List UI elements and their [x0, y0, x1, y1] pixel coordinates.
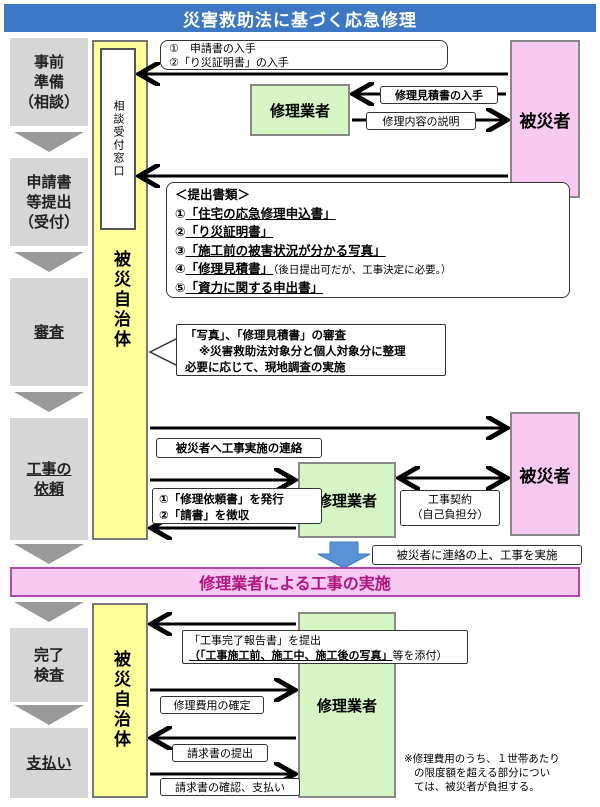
stage-inspection: 完了検査	[10, 628, 88, 702]
label-invoice-submit: 請求書の提出	[172, 744, 268, 762]
label-contract: 工事契約 （自己負担分）	[400, 490, 500, 526]
stage-prep: 事前準備（相談）	[10, 38, 88, 126]
victim-box-top: 被災者	[510, 40, 580, 198]
label-explain: 修理内容の説明	[366, 112, 476, 130]
chevron-down-icon	[14, 252, 84, 272]
stage-submit: 申請書等提出（受付）	[10, 158, 88, 246]
chevron-down-icon	[14, 705, 84, 725]
chevron-down-icon	[14, 544, 84, 564]
construction-banner: 修理業者による工事の実施	[10, 567, 580, 597]
chevron-down-icon	[14, 602, 84, 622]
callout-submission-documents: ＜提出書類＞ ①「住宅の応急修理申込書」 ②「り災証明書」 ③「施工前の被害状況…	[166, 182, 570, 298]
label-invoice-pay: 請求書の確認、支払い	[160, 778, 300, 796]
chevron-down-icon	[14, 392, 84, 412]
callout-completion: 「工事完了報告書」を提出 （「工事施工前、施工中、施工後の写真」等を添付）	[182, 630, 468, 664]
label-contact-start: 被災者に連絡の上、工事を実施	[372, 545, 582, 565]
callout-request: ①「修理依頼書」を発行 ②「請書」を徴収	[152, 488, 322, 524]
callout-obtain-documents: ① 申請書の入手 ②「り災証明書」の入手	[160, 40, 448, 70]
stage-review: 審査	[10, 278, 88, 386]
callout-review: 「写真」、「修理見積書」の審査 ※災害救助法対象分と個人対象分に整理 必要に応じ…	[176, 324, 446, 376]
stage-payment: 支払い	[10, 728, 88, 798]
consult-window-box: 相談受付窓口	[100, 48, 136, 230]
contractor-box-top: 修理業者	[250, 84, 350, 136]
label-contact-victim: 被災者へ工事実施の連絡	[156, 438, 322, 458]
municipality-label-lower: 被災自治体	[110, 650, 130, 750]
chevron-down-icon	[14, 132, 84, 152]
municipality-label-upper: 被災自治体	[110, 250, 130, 350]
victim-box-middle: 被災者	[510, 412, 580, 536]
footnote: ※修理費用のうち、１世帯あたり の限度額を超える部分につい ては、被災者が負担す…	[404, 753, 560, 794]
label-cost-confirm: 修理費用の確定	[160, 696, 264, 714]
municipality-column-lower	[92, 603, 148, 798]
page-title: 災害救助法に基づく応急修理	[4, 4, 596, 32]
label-estimate-obtain: 修理見積書の入手	[380, 86, 498, 104]
stage-request: 工事の依頼	[10, 418, 88, 540]
